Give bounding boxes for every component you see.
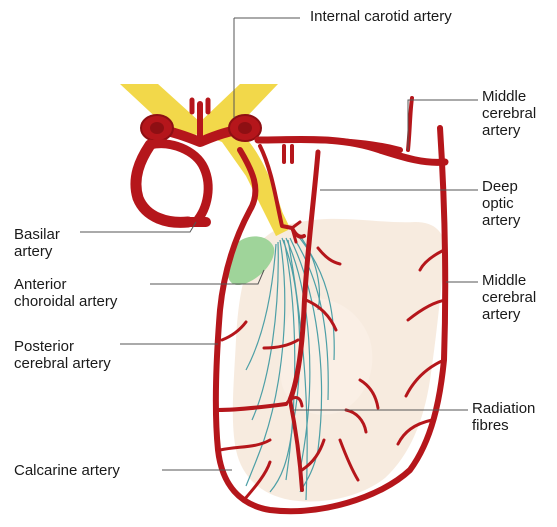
label-internal-carotid-artery: Internal carotid artery — [310, 8, 452, 25]
label-deep-optic-artery: Deep optic artery — [482, 178, 520, 229]
label-line: Middle — [482, 272, 536, 289]
label-radiation-fibres: Radiation fibres — [472, 400, 535, 434]
label-line: Basilar — [14, 226, 60, 243]
label-line: Middle — [482, 88, 536, 105]
label-line: artery — [482, 212, 520, 229]
label-line: artery — [482, 306, 536, 323]
label-line: Radiation — [472, 400, 535, 417]
label-line: artery — [14, 243, 60, 260]
label-middle-cerebral-artery-top: Middle cerebral artery — [482, 88, 536, 139]
label-line: optic — [482, 195, 520, 212]
label-line: cerebral — [482, 105, 536, 122]
label-line: Posterior — [14, 338, 111, 355]
label-line: artery — [482, 122, 536, 139]
label-middle-cerebral-artery-right: Middle cerebral artery — [482, 272, 536, 323]
label-line: choroidal artery — [14, 293, 117, 310]
label-anterior-choroidal-artery: Anterior choroidal artery — [14, 276, 117, 310]
label-line: cerebral — [482, 289, 536, 306]
label-line: Anterior — [14, 276, 117, 293]
label-calcarine-artery: Calcarine artery — [14, 462, 120, 479]
label-posterior-cerebral-artery: Posterior cerebral artery — [14, 338, 111, 372]
label-basilar-artery: Basilar artery — [14, 226, 60, 260]
label-line: cerebral artery — [14, 355, 111, 372]
label-line: fibres — [472, 417, 535, 434]
label-line: Deep — [482, 178, 520, 195]
